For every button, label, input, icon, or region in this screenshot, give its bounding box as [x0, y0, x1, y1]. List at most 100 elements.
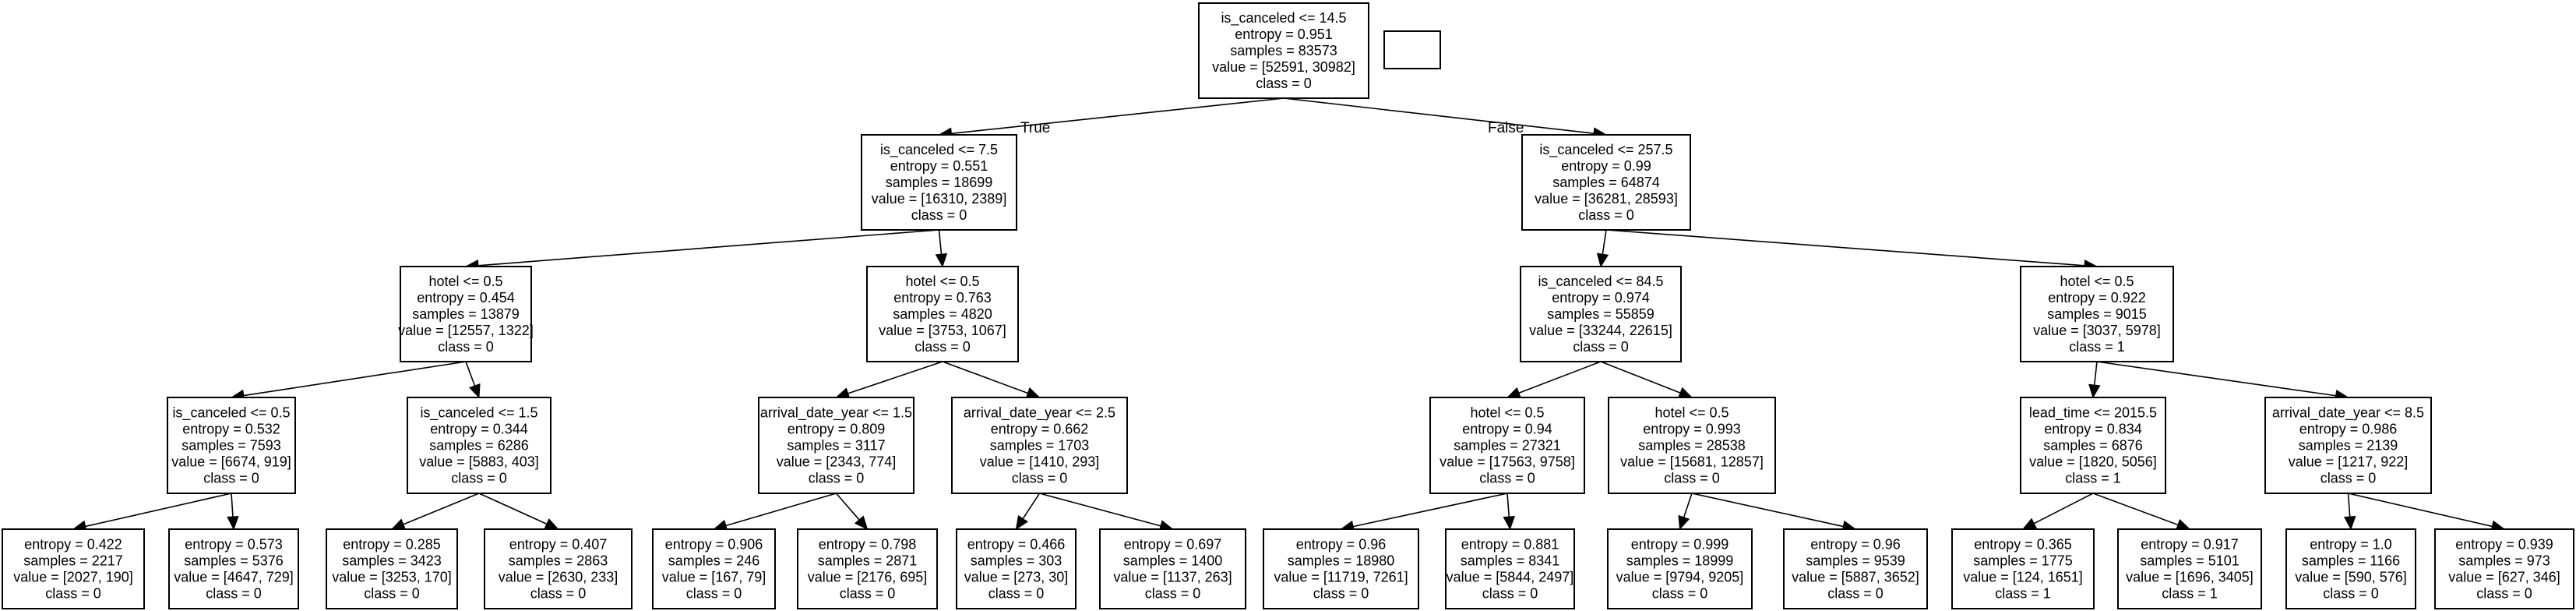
node-line: class = 0	[914, 339, 971, 355]
node-line: samples = 2871	[818, 553, 918, 569]
node-line: entropy = 0.466	[967, 537, 1066, 553]
node-line: class = 0	[45, 586, 101, 602]
node-line: entropy = 0.798	[819, 537, 917, 553]
node-line: class = 0	[1012, 471, 1068, 486]
edge-n10-n22	[1039, 493, 1161, 527]
node-line: class = 0	[809, 471, 865, 486]
node-line: samples = 8341	[1461, 553, 1560, 569]
node-line: samples = 973	[2458, 553, 2550, 569]
node-box	[167, 397, 296, 494]
node-line: samples = 3423	[342, 553, 442, 569]
edge-n14-n29	[2347, 493, 2351, 517]
node-box	[400, 266, 532, 362]
node-line: entropy = 0.986	[2299, 422, 2398, 437]
node-box	[758, 397, 914, 494]
node-line: entropy = 0.999	[1631, 537, 1729, 553]
node-line: samples = 6286	[429, 438, 529, 454]
node-line: value = [1137, 263]	[1113, 570, 1232, 585]
edge-n3-n7	[243, 361, 467, 397]
node-line: value = [36281, 28593]	[1535, 191, 1678, 207]
node-line: class = 0	[2321, 471, 2377, 486]
node-line: class = 0	[686, 586, 742, 602]
node-line: samples = 18999	[1626, 553, 1734, 569]
node-line: value = [4647, 729]	[174, 570, 294, 585]
edge-n1-n3	[477, 229, 939, 267]
edge-arrowhead-n10-n21	[1015, 514, 1029, 531]
edge-arrowhead-n14-n29	[2344, 515, 2356, 531]
node-line: class = 0	[1573, 339, 1629, 355]
node-line: value = [3037, 5978]	[2033, 323, 2161, 338]
node-line: arrival_date_year <= 8.5	[2272, 405, 2424, 422]
node-line: value = [2176, 695]	[808, 570, 928, 585]
node-line: value = [5883, 403]	[419, 454, 539, 470]
edge-arrowhead-n3-n8	[468, 383, 481, 399]
edge-arrowhead-n7-n16	[227, 516, 239, 531]
node-line: entropy = 0.834	[2044, 422, 2142, 437]
node-line: samples = 5101	[2140, 553, 2239, 569]
edge-n6-n13	[2093, 361, 2098, 386]
edge-arrowhead-n6-n13	[2088, 383, 2101, 399]
node-box	[1099, 528, 1246, 609]
node-line: entropy = 0.881	[1461, 537, 1559, 553]
node-line: entropy = 0.809	[788, 422, 886, 437]
node-line: class = 0	[438, 339, 494, 355]
node-line: samples = 303	[971, 553, 1062, 569]
edge-n5-n12	[1600, 361, 1681, 394]
node-line: entropy = 0.285	[343, 537, 441, 553]
node-line: samples = 13879	[412, 306, 520, 322]
node-line: class = 0	[1482, 586, 1538, 602]
node-line: value = [52591, 30982]	[1212, 59, 1355, 75]
node-box	[2, 528, 145, 609]
node-box	[1783, 528, 1928, 609]
node-line: value = [16310, 2389]	[872, 191, 1007, 207]
node-box	[2434, 528, 2574, 609]
node-line: value = [3253, 170]	[332, 570, 452, 585]
node-line: samples = 28538	[1638, 438, 1746, 454]
node-line: entropy = 0.365	[1974, 537, 2072, 553]
node-line: entropy = 0.939	[2455, 537, 2553, 553]
edge-n14-n30	[2348, 493, 2493, 528]
true-edge-label: True	[1020, 120, 1050, 136]
node-box	[1445, 528, 1575, 609]
node-line: is_canceled <= 0.5	[172, 405, 290, 422]
edge-n2-n5	[1602, 229, 1607, 255]
edge-arrowhead-n12-n25	[1678, 514, 1690, 531]
node-box	[484, 528, 633, 609]
node-line: value = [627, 346]	[2448, 570, 2560, 585]
node-line: entropy = 0.906	[665, 537, 763, 553]
node-line: value = [33244, 22615]	[1529, 323, 1672, 338]
node-line: class = 0	[206, 586, 262, 602]
node-line: value = [2027, 190]	[13, 570, 133, 585]
node-box	[2264, 397, 2432, 494]
node-line: class = 0	[1652, 586, 1708, 602]
node-line: entropy = 0.532	[182, 422, 280, 437]
node-line: value = [2343, 774]	[777, 454, 897, 470]
edge-n12-n25	[1683, 493, 1693, 518]
node-line: entropy = 0.94	[1462, 422, 1552, 437]
node-line: class = 0	[1664, 471, 1720, 486]
node-line: class = 0	[1256, 76, 1312, 91]
node-line: samples = 9015	[2047, 306, 2147, 322]
node-box	[1263, 528, 1419, 609]
edge-n7-n15	[85, 493, 232, 528]
node-line: hotel <= 0.5	[428, 274, 502, 289]
node-line: class = 0	[530, 586, 587, 602]
node-line: value = [11719, 7261]	[1274, 570, 1408, 585]
node-box	[951, 397, 1128, 494]
edge-arrowhead-n9-n20	[854, 515, 869, 530]
edge-n4-n9	[848, 361, 943, 394]
node-line: is_canceled <= 257.5	[1539, 142, 1672, 158]
